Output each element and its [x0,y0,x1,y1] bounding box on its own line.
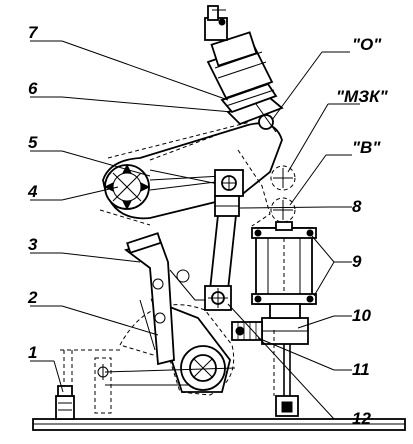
label-3: 3 [28,235,38,254]
part-1-support [55,349,120,420]
part-10-block [261,303,309,345]
part-6-ring [220,82,284,126]
label-mzk: "МЗК" [336,87,389,106]
upper-pivot [214,169,244,197]
label-v: "В" [352,138,381,157]
connecting-rod [204,214,238,311]
label-5: 5 [28,133,38,152]
label-1: 1 [28,343,37,362]
part-7-head [204,5,277,133]
part-3-lever [124,232,210,366]
label-10: 10 [352,306,371,325]
label-11: 11 [352,360,370,379]
part-11-actuator [231,321,263,341]
label-12: 12 [352,409,371,428]
part-8-block [214,195,240,217]
label-o: "O" [352,35,382,54]
label-9: 9 [352,252,362,271]
label-8: 8 [352,197,362,216]
label-2: 2 [27,288,38,307]
dashed-linkage [149,129,271,227]
part-9-cylinder [251,221,317,305]
part-12-rod [273,330,299,417]
base-plate [32,418,406,431]
position-markers [270,165,296,223]
label-7: 7 [28,23,39,42]
leader-lines [30,40,360,420]
label-4: 4 [27,182,38,201]
part-4-gear [103,163,151,211]
label-6: 6 [28,79,38,98]
